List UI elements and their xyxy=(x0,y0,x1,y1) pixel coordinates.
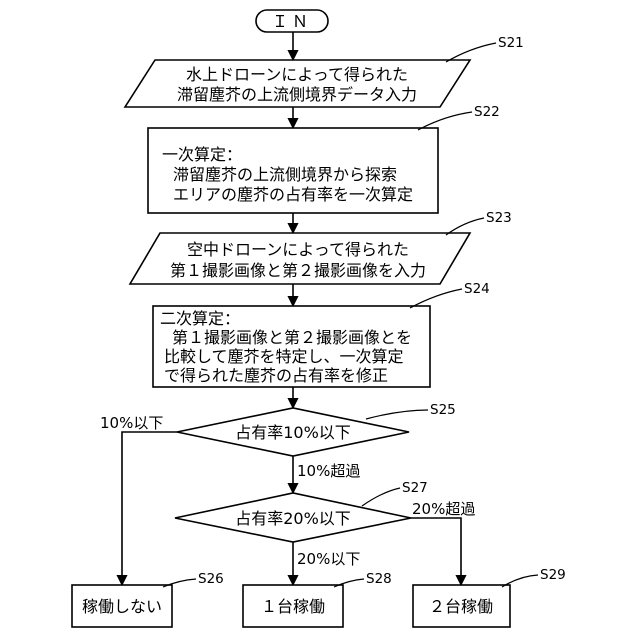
decision-s27: 占有率20%以下 S27 20%超過 20%以下 xyxy=(175,480,475,568)
step-s21-line-2: 滞留塵芥の上流側境界データ入力 xyxy=(177,85,417,104)
step-id-s27: S27 xyxy=(402,480,428,496)
step-s23: 空中ドローンによって得られた 第１撮影画像と第２撮影画像を入力 S23 xyxy=(130,210,512,284)
outcome-s28: １台稼働 S28 xyxy=(243,571,392,627)
step-id-s22: S22 xyxy=(474,104,500,120)
step-s24-line-1: 二次算定： xyxy=(160,309,240,328)
step-s23-line-1: 空中ドローンによって得られた xyxy=(187,240,409,259)
step-id-s28: S28 xyxy=(366,571,392,587)
leader-s21 xyxy=(446,43,496,62)
decision-s25: 占有率10%以下 S25 10%以下 10%超過 xyxy=(100,402,456,480)
outcome-s26-label: 稼働しない xyxy=(82,597,162,616)
arrow-s25-to-s26 xyxy=(122,432,177,585)
branch-label-over-10: 10%超過 xyxy=(297,462,360,480)
step-s24-line-4: で得られた塵芥の占有率を修正 xyxy=(164,366,388,385)
step-s24-line-3: 比較して塵芥を特定し、一次算定 xyxy=(164,347,404,366)
step-s22-line-3: エリアの塵芥の占有率を一次算定 xyxy=(173,185,413,204)
step-s21-line-1: 水上ドローンによって得られた xyxy=(186,65,408,84)
step-id-s26: S26 xyxy=(198,571,224,587)
decision-s27-label: 占有率20%以下 xyxy=(235,509,351,528)
branch-label-10-or-less: 10%以下 xyxy=(100,414,163,432)
branch-label-over-20: 20%超過 xyxy=(412,500,475,518)
outcome-s26: 稼働しない S26 xyxy=(72,571,224,627)
step-s24: 二次算定： 第１撮影画像と第２撮影画像とを 比較して塵芥を特定し、一次算定 で得… xyxy=(153,281,490,387)
leader-s25 xyxy=(366,410,428,419)
step-id-s21: S21 xyxy=(498,35,524,51)
step-s24-line-2: 第１撮影画像と第２撮影画像とを xyxy=(172,328,412,347)
leader-s27 xyxy=(362,488,400,506)
arrow-s27-to-s29 xyxy=(411,518,461,585)
decision-s25-label: 占有率10%以下 xyxy=(235,423,351,442)
step-id-s25: S25 xyxy=(430,402,456,418)
terminal-in: ＩＮ xyxy=(256,10,328,32)
step-id-s24: S24 xyxy=(464,281,490,297)
terminal-label: ＩＮ xyxy=(272,12,312,31)
step-s22-line-1: 一次算定： xyxy=(162,145,242,164)
step-s21: 水上ドローンによって得られた 滞留塵芥の上流側境界データ入力 S21 xyxy=(125,35,524,107)
leader-s24 xyxy=(410,289,462,308)
step-s22: 一次算定： 滞留塵芥の上流側境界から探索 エリアの塵芥の占有率を一次算定 S22 xyxy=(148,104,500,213)
step-s22-line-2: 滞留塵芥の上流側境界から探索 xyxy=(173,165,397,184)
outcome-s29: ２台稼働 S29 xyxy=(413,567,566,627)
outcome-s29-label: ２台稼働 xyxy=(429,597,493,616)
outcome-s28-label: １台稼働 xyxy=(261,597,325,616)
step-s23-line-2: 第１撮影画像と第２撮影画像を入力 xyxy=(170,261,426,280)
step-id-s23: S23 xyxy=(486,210,512,226)
branch-label-20-or-less: 20%以下 xyxy=(297,550,360,568)
step-id-s29: S29 xyxy=(540,567,566,583)
